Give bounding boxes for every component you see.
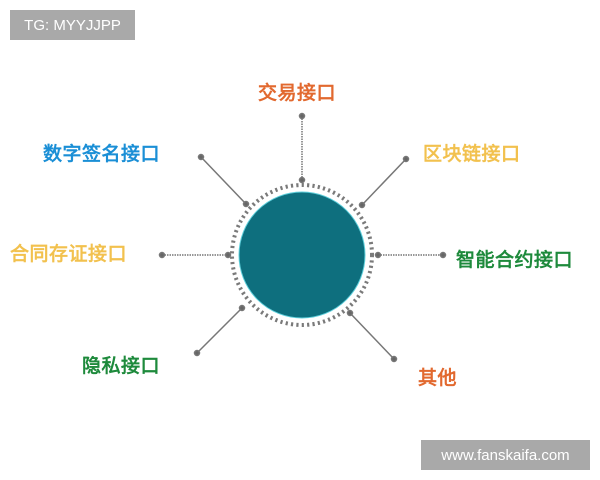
connector-other [349,312,395,360]
watermark-top: TG: MYYJJPP [10,10,135,40]
label-text: 隐私接口 [82,355,161,377]
label-text: 其他 [418,367,458,389]
central-hub [238,191,366,319]
label-text: 数字签名接口 [43,143,161,165]
node-label-other: 其他 [418,367,457,389]
node-label-blockchain: 区块链接口 [423,143,521,165]
label-text: 区块链接口 [423,143,521,165]
node-label-trade: 交易接口 [258,82,336,104]
watermark-bottom: www.fanskaifa.com [421,440,590,470]
node-label-smart-contract: 智能合约接口 [456,249,573,271]
dotted-ring [230,183,374,327]
connector-blockchain [361,158,407,206]
node-label-digital-signature: 数字签名接口 [43,143,160,165]
label-text: 合同存证接口 [10,243,128,265]
node-label-contract-evidence: 合同存证接口 [10,243,127,265]
connector-digital-signature [200,156,247,205]
label-text: 智能合约接口 [456,249,574,271]
connector-privacy [196,307,243,354]
node-label-privacy: 隐私接口 [82,355,160,377]
label-text: 交易接口 [258,82,337,104]
